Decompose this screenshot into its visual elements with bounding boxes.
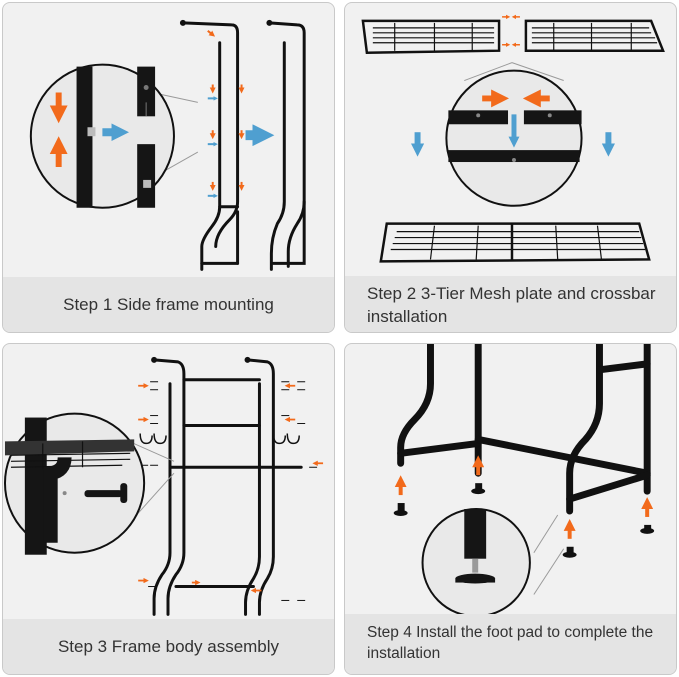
foot-pad-icon xyxy=(455,509,496,584)
step-1-caption: Step 1 Side frame mounting xyxy=(3,277,334,332)
caption-text: Step 3 Frame body assembly xyxy=(57,637,280,656)
step-3-caption: Step 3 Frame body assembly xyxy=(3,619,334,674)
step-4-panel: Step 4 Install the foot pad to complete … xyxy=(344,343,677,675)
mesh-plate-illustration xyxy=(361,14,665,263)
screw-icon xyxy=(84,490,123,498)
caption-text: Step 2 3-Tier Mesh plate and crossbar in… xyxy=(367,284,656,326)
crossbar-joint-detail xyxy=(448,110,582,163)
step-1-panel: Step 1 Side frame mounting xyxy=(2,2,335,333)
step-3-panel: Step 3 Frame body assembly xyxy=(2,343,335,675)
step-2-caption: Step 2 3-Tier Mesh plate and crossbar in… xyxy=(345,276,676,332)
step-4-caption: Step 4 Install the foot pad to complete … xyxy=(345,614,676,674)
caption-text: Step 4 Install the foot pad to complete … xyxy=(367,624,654,662)
step-2-panel: Step 2 3-Tier Mesh plate and crossbar in… xyxy=(344,2,677,333)
side-frame-illustration xyxy=(29,19,306,271)
tube-joint-detail xyxy=(76,66,156,208)
shelf-bolt-detail xyxy=(4,417,135,555)
caption-text: Step 1 Side frame mounting xyxy=(63,295,274,314)
hook-icon xyxy=(139,433,300,445)
frame-body-illustration xyxy=(3,356,324,616)
